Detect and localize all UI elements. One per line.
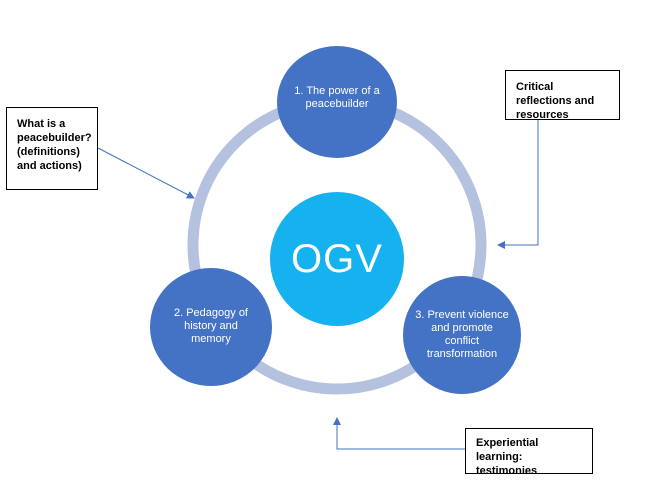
- node-label: 1. The power of a peacebuilder: [294, 85, 380, 110]
- node-label: 2. Pedagogy of history and memory: [173, 306, 248, 345]
- note-what-is-peacebuilder: What is a peacebuilder? (definitions) an…: [6, 107, 98, 190]
- node-power-of-peacebuilder: 1. The power of a peacebuilder: [277, 46, 397, 158]
- node-label: 3. Prevent violence and promote conflict…: [415, 309, 509, 360]
- center-label: OGV: [291, 236, 383, 281]
- center-circle: OGV: [270, 192, 404, 326]
- arrow-bottom: [333, 417, 465, 450]
- node-pedagogy-history-memory: 2. Pedagogy of history and memory: [150, 268, 272, 386]
- note-experiential-learning: Experiential learning: testimonies: [465, 428, 593, 477]
- arrow-left: [97, 147, 195, 199]
- arrow-right: [497, 120, 539, 249]
- node-prevent-violence: 3. Prevent violence and promote conflict…: [403, 276, 521, 394]
- note-critical-reflections: Critical reflections and resources: [505, 70, 620, 121]
